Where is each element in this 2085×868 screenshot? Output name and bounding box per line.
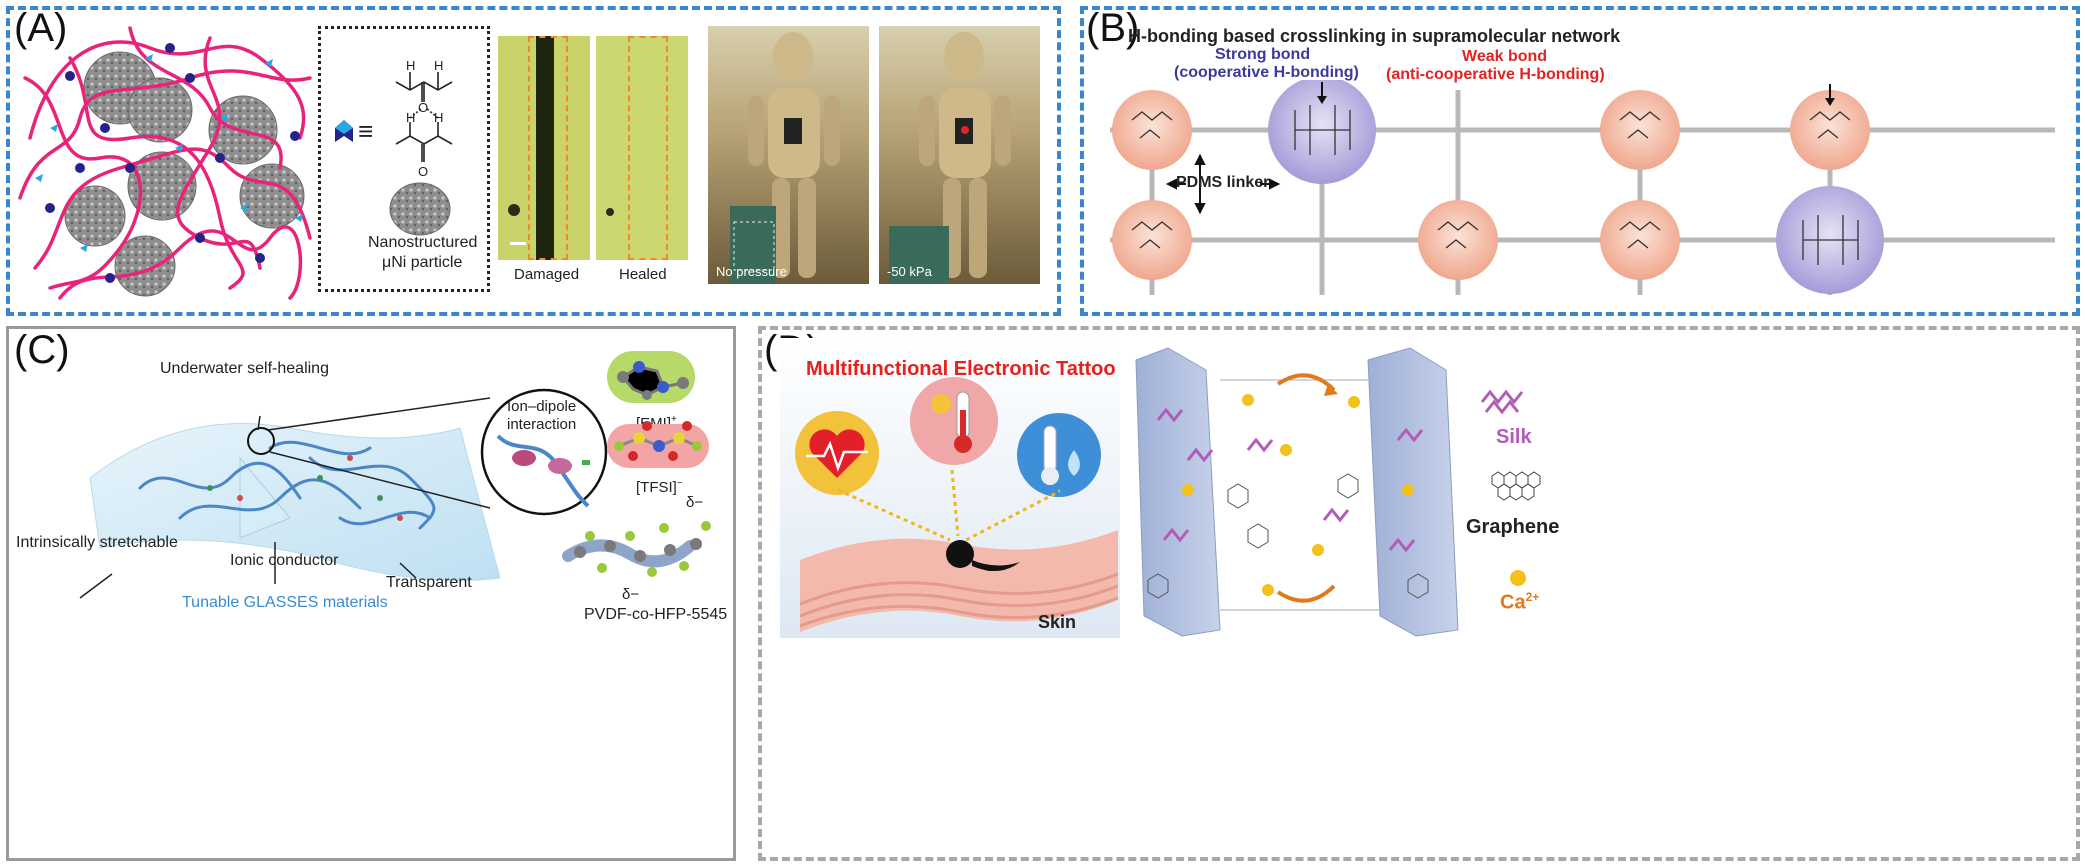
svg-text:O: O [418, 100, 428, 115]
panel-d-frame [758, 326, 2080, 861]
weak-bond-node [1112, 200, 1192, 280]
strong-bond-line1: Strong bond [1215, 46, 1311, 63]
delta-bottom-label: δ− [622, 586, 640, 603]
ni-particle-icon [389, 182, 451, 236]
panel-a-frame [6, 6, 1061, 316]
equiv-symbol: ≡ [358, 116, 374, 146]
panel-b-frame [1080, 6, 2080, 316]
graphene-icon [1491, 471, 1541, 501]
panel-a-letter: (A) [14, 6, 68, 50]
weak-bond-node [1600, 90, 1680, 170]
graphene-label: Graphene [1466, 516, 1560, 538]
mannequin-photo-pressure: -50 kPa [879, 26, 1040, 284]
silk-graphene-assembly [1135, 347, 1459, 637]
particle-caption-line1: Nanostructured [368, 234, 478, 251]
panel-c-frame [6, 326, 736, 861]
svg-text:H: H [434, 110, 443, 125]
no-pressure-label: No pressure [716, 264, 787, 279]
calcium-label: Ca2+ [1500, 590, 1540, 614]
weak-bond-node [1600, 200, 1680, 280]
svg-text:H: H [406, 58, 415, 73]
strong-bond-line2: (cooperative H-bonding) [1174, 64, 1359, 81]
ni-particle [239, 163, 305, 229]
ni-particle [127, 77, 193, 143]
damaged-micrograph [498, 36, 590, 260]
svg-text:H: H [434, 58, 443, 73]
tfsi-label: [TFSI]− [636, 478, 683, 496]
tattoo-title: Multifunctional Electronic Tattoo [806, 358, 1116, 380]
humidity-thermometer-icon [1017, 413, 1101, 497]
healed-micrograph [596, 36, 688, 260]
weak-bond-node [1112, 90, 1192, 170]
weak-bond-arrow [1825, 84, 1835, 106]
ion-dipole-zoom-circle [480, 388, 608, 516]
skin-label: Skin [1038, 612, 1077, 632]
pressure-label: -50 kPa [887, 264, 932, 279]
thermometer-sun-icon [910, 377, 998, 465]
polymer-network-illustration [18, 26, 312, 300]
intrinsically-stretchable-label: Intrinsically stretchable [16, 534, 178, 551]
legend-box [318, 26, 490, 292]
strong-bond-arrow [1317, 82, 1327, 104]
ion-dipole-line1: Ion–dipole [507, 398, 577, 415]
damaged-label: Damaged [514, 266, 580, 283]
heart-sensor-icon [795, 411, 879, 495]
silk-icon [1480, 389, 1524, 415]
urea-hbond-structure: H H O H H O [395, 58, 453, 179]
tfsi-molecule [607, 421, 709, 468]
sensor-connector-lines [837, 470, 1060, 542]
svg-text:H: H [406, 110, 415, 125]
panel-b-letter: (B) [1086, 6, 1140, 50]
particle-caption-line2: μNi particle [382, 254, 463, 271]
ni-particle [114, 235, 176, 297]
delta-top-label: δ− [686, 494, 704, 511]
emi-molecule [607, 351, 695, 403]
panel-c-letter: (C) [14, 328, 70, 372]
svg-text:O: O [418, 164, 428, 179]
supramolecular-network-diagram [1110, 80, 2055, 295]
underwater-self-healing-label: Underwater self-healing [160, 360, 329, 377]
pdms-linker-label: PDMS linker [1176, 174, 1270, 191]
pvdf-label: PVDF-co-HFP-5545 [584, 606, 728, 623]
weak-bond-node [1418, 200, 1498, 280]
skin-layer-illustration [800, 530, 1118, 632]
calcium-ion-icon [1510, 570, 1526, 586]
ion-dipole-line2: interaction [507, 416, 577, 433]
weak-bond-node [1790, 90, 1870, 170]
silk-label: Silk [1496, 426, 1532, 448]
ni-particle [64, 185, 126, 247]
mannequin-photo-no-pressure: No pressure [708, 26, 869, 284]
transparent-label: Transparent [386, 574, 472, 591]
panel-b-title: H-bonding based crosslinking in supramol… [1128, 26, 1621, 46]
glasses-sheet-illustration [79, 397, 501, 599]
healed-label: Healed [619, 266, 667, 283]
strong-bond-node [1268, 80, 1376, 184]
ionic-conductor-label: Ionic conductor [230, 552, 339, 569]
bond-marker-icon [335, 120, 353, 142]
tunable-glasses-label: Tunable GLASSES materials [182, 594, 388, 611]
pvdf-chain-molecule [562, 521, 711, 577]
weak-bond-line1: Weak bond [1462, 48, 1548, 65]
weak-bond-line2: (anti-cooperative H-bonding) [1386, 66, 1605, 83]
